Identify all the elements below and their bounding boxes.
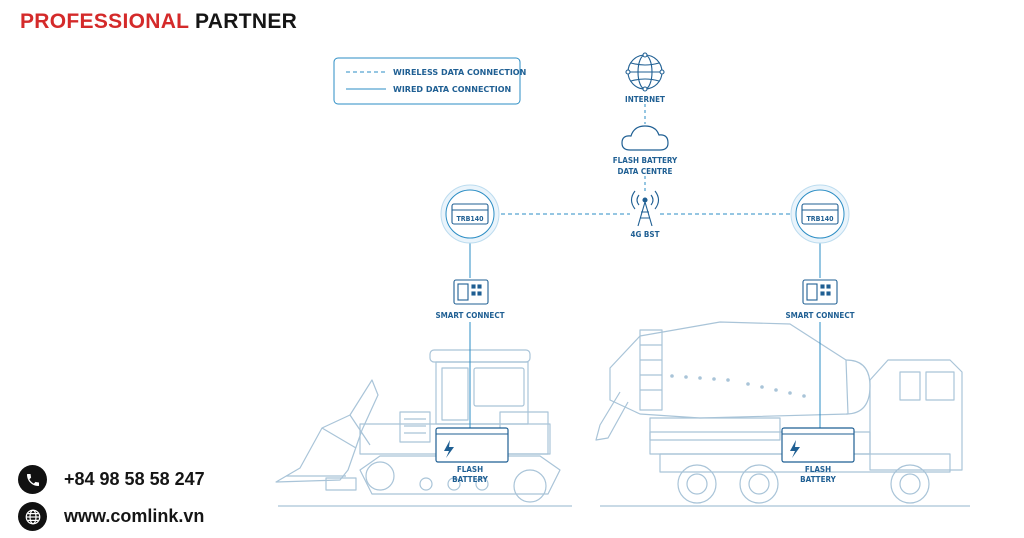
- router-right-node: TRB140: [790, 184, 850, 244]
- smart-connect-right-icon: [802, 279, 838, 305]
- legend: WIRELESS DATA CONNECTION WIRED DATA CONN…: [333, 57, 526, 105]
- phone-icon: [18, 465, 47, 494]
- bolt-left-icon: [444, 440, 454, 458]
- battery-right-label-2: BATTERY: [800, 475, 836, 484]
- battery-left-label-2: BATTERY: [452, 475, 488, 484]
- cloud-icon: [621, 125, 669, 151]
- router-left-node: TRB140: [440, 184, 500, 244]
- legend-wireless-label: WIRELESS DATA CONNECTION: [393, 68, 526, 77]
- brand-partner: PARTNER: [195, 10, 298, 33]
- contact-website[interactable]: www.comlink.vn: [18, 502, 204, 531]
- battery-left-label-1: FLASH: [457, 465, 483, 474]
- router-right-label: TRB140: [806, 215, 834, 223]
- website-url: www.comlink.vn: [64, 506, 205, 526]
- brand-professional: PROFESSIONAL: [20, 10, 189, 33]
- internet-label: INTERNET: [625, 95, 665, 104]
- datacentre-label-2: DATA CENTRE: [618, 167, 673, 176]
- battery-right-icon: [781, 427, 855, 463]
- datacentre-label-1: FLASH BATTERY: [613, 156, 678, 165]
- bst-label: 4G BST: [631, 230, 660, 239]
- bulldozer-illustration: [275, 349, 561, 503]
- phone-number: +84 98 58 58 247: [64, 469, 205, 489]
- bolt-right-icon: [790, 440, 800, 458]
- globe-node-icon: [625, 52, 665, 92]
- legend-wired-label: WIRED DATA CONNECTION: [393, 85, 511, 94]
- smart-left-label: SMART CONNECT: [435, 311, 504, 320]
- contact-phone[interactable]: +84 98 58 58 247: [18, 465, 205, 494]
- battery-left-icon: [435, 427, 509, 463]
- router-left-label: TRB140: [456, 215, 484, 223]
- smart-connect-left-icon: [453, 279, 489, 305]
- globe-icon: [18, 502, 47, 531]
- mixer-truck-illustration: [595, 321, 963, 504]
- cell-tower-icon: [630, 190, 660, 227]
- mixer-drum-dots: [670, 374, 806, 398]
- battery-right-label-1: FLASH: [805, 465, 831, 474]
- smart-right-label: SMART CONNECT: [785, 311, 854, 320]
- brand-title: PROFESSIONAL PARTNER: [20, 10, 297, 34]
